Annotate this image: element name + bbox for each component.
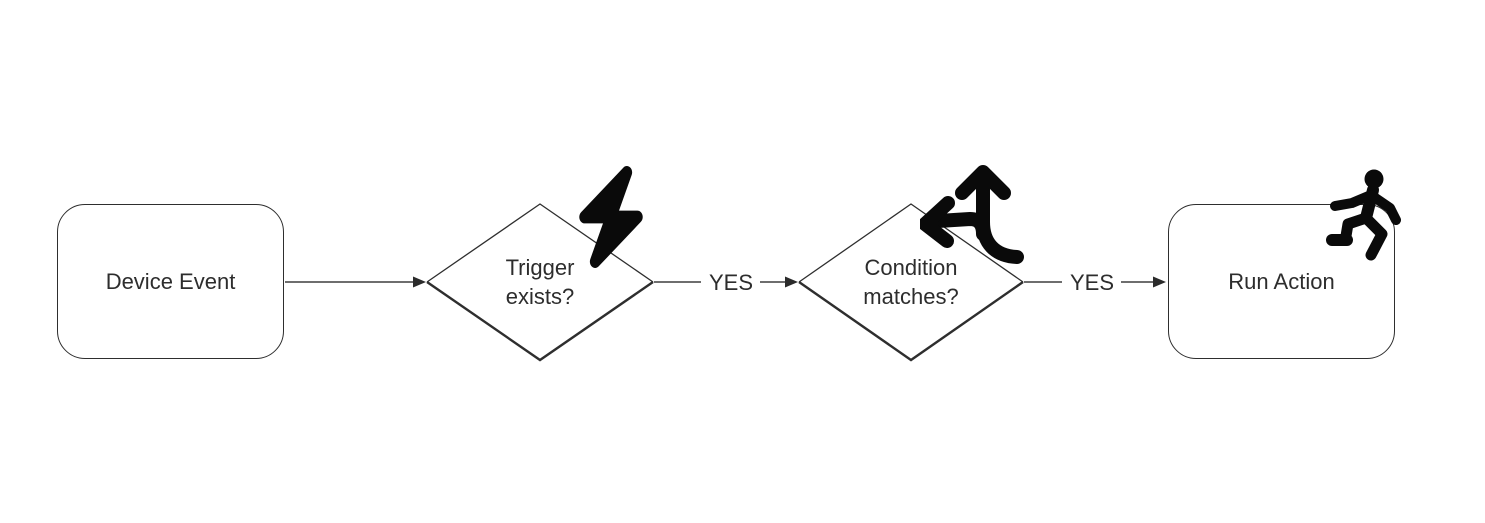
decision-condition-matches-label: Condition matches? bbox=[811, 253, 1011, 311]
decision-trigger-exists-top-edges bbox=[426, 203, 654, 283]
person-running-icon bbox=[1326, 169, 1401, 261]
node-run-action: Run Action bbox=[1168, 204, 1395, 359]
arrowhead-icon bbox=[785, 276, 798, 288]
arrows-split-up-left-icon bbox=[920, 165, 1024, 264]
node-run-action-label: Run Action bbox=[1228, 269, 1335, 294]
edge-label-yes-2: YES bbox=[1069, 269, 1115, 295]
node-device-event: Device Event bbox=[57, 204, 284, 359]
arrowhead-icon bbox=[1153, 276, 1166, 288]
decision-condition-matches-label-line2: matches? bbox=[863, 284, 959, 309]
arrowhead-icon bbox=[413, 276, 426, 288]
decision-condition-matches-bottom-edges bbox=[798, 281, 1024, 362]
edge-label-yes-1: YES bbox=[708, 269, 754, 295]
node-device-event-label: Device Event bbox=[105, 269, 236, 294]
decision-trigger-exists-bottom-edges bbox=[426, 281, 654, 362]
decision-trigger-exists-label-line1: Trigger bbox=[505, 255, 575, 280]
decision-trigger-exists-label: Trigger exists? bbox=[440, 253, 640, 311]
decision-trigger-exists-label-line2: exists? bbox=[505, 284, 575, 309]
lightning-bolt-icon bbox=[579, 166, 643, 268]
decision-condition-matches-label-line1: Condition bbox=[864, 255, 958, 280]
decision-condition-matches-top-edges bbox=[798, 203, 1024, 283]
